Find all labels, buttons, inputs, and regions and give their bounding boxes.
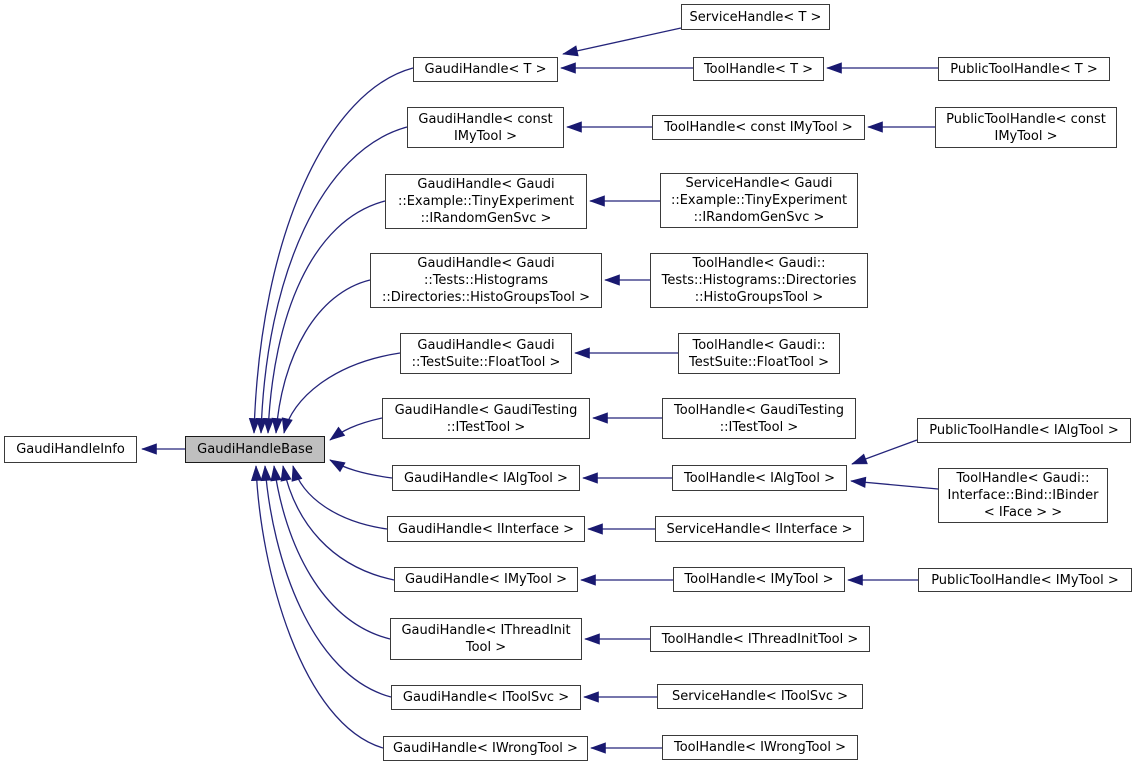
node-label: ToolHandle< IWrongTool > xyxy=(673,740,846,755)
node-label: GaudiHandle< IToolSvc > xyxy=(402,690,570,705)
node-toolhandle-iwrongtool[interactable]: ToolHandle< IWrongTool > xyxy=(662,735,858,760)
node-publictoolhandle-imytool[interactable]: PublicToolHandle< IMyTool > xyxy=(918,568,1132,592)
node-label: GaudiHandle< IWrongTool > xyxy=(393,741,578,756)
node-label: PublicToolHandle< T > xyxy=(950,61,1098,77)
edge-gaudihandle-ithreadinit-to-base xyxy=(270,465,391,640)
edge-gaudihandle-itoolsvc-to-base xyxy=(260,465,392,698)
node-label: GaudiHandle< IAlgTool > xyxy=(404,470,568,486)
node-toolhandle-const-imytool[interactable]: ToolHandle< const IMyTool > xyxy=(652,115,865,140)
node-label: ToolHandle< T > xyxy=(703,61,814,77)
node-label: PublicToolHandle< IMyTool > xyxy=(931,572,1119,588)
edge-gaudihandle-const-imytool-to-base xyxy=(255,126,408,434)
node-gaudihandle-histogroupstool[interactable]: GaudiHandle< Gaudi ::Tests::Histograms :… xyxy=(370,253,602,308)
node-label: GaudiHandle< const IMyTool > xyxy=(418,111,553,144)
node-label: ServiceHandle< T > xyxy=(689,9,822,25)
node-toolhandle-floattool[interactable]: ToolHandle< Gaudi:: TestSuite::FloatTool… xyxy=(678,333,840,374)
edge-gaudihandle-histogroups-to-base xyxy=(271,279,371,434)
node-gaudihandle-ithreadinittool[interactable]: GaudiHandle< IThreadInit Tool > xyxy=(390,618,582,660)
node-gaudihandle-ialgtool[interactable]: GaudiHandle< IAlgTool > xyxy=(392,465,580,491)
node-gaudihandle-t[interactable]: GaudiHandle< T > xyxy=(413,57,558,82)
node-label: ToolHandle< IMyTool > xyxy=(684,572,834,587)
node-gaudihandle-imytool[interactable]: GaudiHandle< IMyTool > xyxy=(394,567,578,592)
node-label: ToolHandle< const IMyTool > xyxy=(664,120,853,135)
node-gaudihandleinfo[interactable]: GaudiHandleInfo xyxy=(4,436,137,463)
node-toolhandle-histogroupstool[interactable]: ToolHandle< Gaudi:: Tests::Histograms::D… xyxy=(650,253,868,308)
node-label: GaudiHandle< GaudiTesting ::ITestTool > xyxy=(394,402,578,435)
node-label: ServiceHandle< IToolSvc > xyxy=(671,689,849,704)
node-servicehandle-itoolsvc[interactable]: ServiceHandle< IToolSvc > xyxy=(657,684,863,709)
node-toolhandle-ithreadinittool[interactable]: ToolHandle< IThreadInitTool > xyxy=(650,626,870,652)
node-toolhandle-t[interactable]: ToolHandle< T > xyxy=(693,57,824,81)
edge-gaudihandle-floattool-to-base xyxy=(281,352,401,434)
node-label: GaudiHandle< IInterface > xyxy=(397,521,575,537)
node-gaudihandlebase[interactable]: GaudiHandleBase xyxy=(185,436,325,463)
node-gaudihandle-floattool[interactable]: GaudiHandle< Gaudi ::TestSuite::FloatToo… xyxy=(400,333,572,374)
node-label: GaudiHandleInfo xyxy=(16,442,125,457)
node-publictoolhandle-t[interactable]: PublicToolHandle< T > xyxy=(938,57,1110,81)
edge-gaudihandle-iinterface-to-base xyxy=(291,465,388,530)
node-label: GaudiHandle< Gaudi ::Tests::Histograms :… xyxy=(382,256,590,305)
edge-gaudihandle-tinyexperiment-to-base xyxy=(263,200,386,434)
node-label: ServiceHandle< Gaudi ::Example::TinyExpe… xyxy=(670,176,848,225)
node-label: ToolHandle< Gaudi:: Interface::Bind::IBi… xyxy=(947,471,1099,520)
node-label: GaudiHandle< IThreadInit Tool > xyxy=(401,623,571,655)
edge-gaudihandle-t-to-base xyxy=(248,67,414,434)
node-label: GaudiHandleBase xyxy=(197,442,313,457)
node-label: ToolHandle< IAlgTool > xyxy=(684,470,835,486)
node-toolhandle-ialgtool[interactable]: ToolHandle< IAlgTool > xyxy=(672,465,847,491)
edge-gaudihandle-imytool-to-base xyxy=(280,465,395,581)
node-toolhandle-imytool[interactable]: ToolHandle< IMyTool > xyxy=(673,567,845,592)
node-label: ToolHandle< Gaudi:: TestSuite::FloatTool… xyxy=(689,337,829,370)
node-label: ToolHandle< GaudiTesting ::ITestTool > xyxy=(674,402,844,435)
node-label: GaudiHandle< Gaudi ::Example::TinyExperi… xyxy=(397,177,575,226)
edge-servicehandle-t-to-gaudihandle-t xyxy=(562,27,682,57)
node-gaudihandle-tinyexperiment-irandomgensvc[interactable]: GaudiHandle< Gaudi ::Example::TinyExperi… xyxy=(385,174,587,229)
node-toolhandle-gauditesting-itesttool[interactable]: ToolHandle< GaudiTesting ::ITestTool > xyxy=(662,398,856,439)
node-label: ServiceHandle< IInterface > xyxy=(666,521,853,537)
edge-toolhandle-ibinder-to-toolhandle-ialgtool xyxy=(850,476,939,490)
edge-gaudihandle-iwrongtool-to-base xyxy=(250,465,384,749)
node-toolhandle-ibinder-iface[interactable]: ToolHandle< Gaudi:: Interface::Bind::IBi… xyxy=(938,468,1108,523)
node-label: GaudiHandle< Gaudi ::TestSuite::FloatToo… xyxy=(411,337,561,370)
node-gaudihandle-gauditesting-itesttool[interactable]: GaudiHandle< GaudiTesting ::ITestTool > xyxy=(382,398,590,439)
node-gaudihandle-iwrongtool[interactable]: GaudiHandle< IWrongTool > xyxy=(383,736,588,761)
node-servicehandle-iinterface[interactable]: ServiceHandle< IInterface > xyxy=(655,516,864,542)
node-label: ToolHandle< Gaudi:: Tests::Histograms::D… xyxy=(661,256,857,305)
edge-publictoolhandle-ialgtool-to-toolhandle-ialgtool xyxy=(851,439,918,465)
node-label: GaudiHandle< T > xyxy=(424,62,547,77)
node-publictoolhandle-ialgtool[interactable]: PublicToolHandle< IAlgTool > xyxy=(917,418,1131,443)
node-servicehandle-tinyexperiment-irandomgensvc[interactable]: ServiceHandle< Gaudi ::Example::TinyExpe… xyxy=(660,173,858,228)
node-gaudihandle-itoolsvc[interactable]: GaudiHandle< IToolSvc > xyxy=(391,685,581,710)
edge-gaudihandle-testing-to-base xyxy=(329,417,383,441)
node-label: GaudiHandle< IMyTool > xyxy=(404,572,568,587)
node-label: PublicToolHandle< IAlgTool > xyxy=(929,423,1119,438)
node-publictoolhandle-const-imytool[interactable]: PublicToolHandle< const IMyTool > xyxy=(935,107,1117,148)
node-gaudihandle-iinterface[interactable]: GaudiHandle< IInterface > xyxy=(387,516,585,542)
node-servicehandle-t[interactable]: ServiceHandle< T > xyxy=(681,4,830,30)
edge-gaudihandle-ialgtool-to-base xyxy=(329,459,393,479)
node-label: PublicToolHandle< const IMyTool > xyxy=(946,111,1106,144)
node-gaudihandle-const-imytool[interactable]: GaudiHandle< const IMyTool > xyxy=(407,107,564,148)
node-label: ToolHandle< IThreadInitTool > xyxy=(661,631,859,647)
